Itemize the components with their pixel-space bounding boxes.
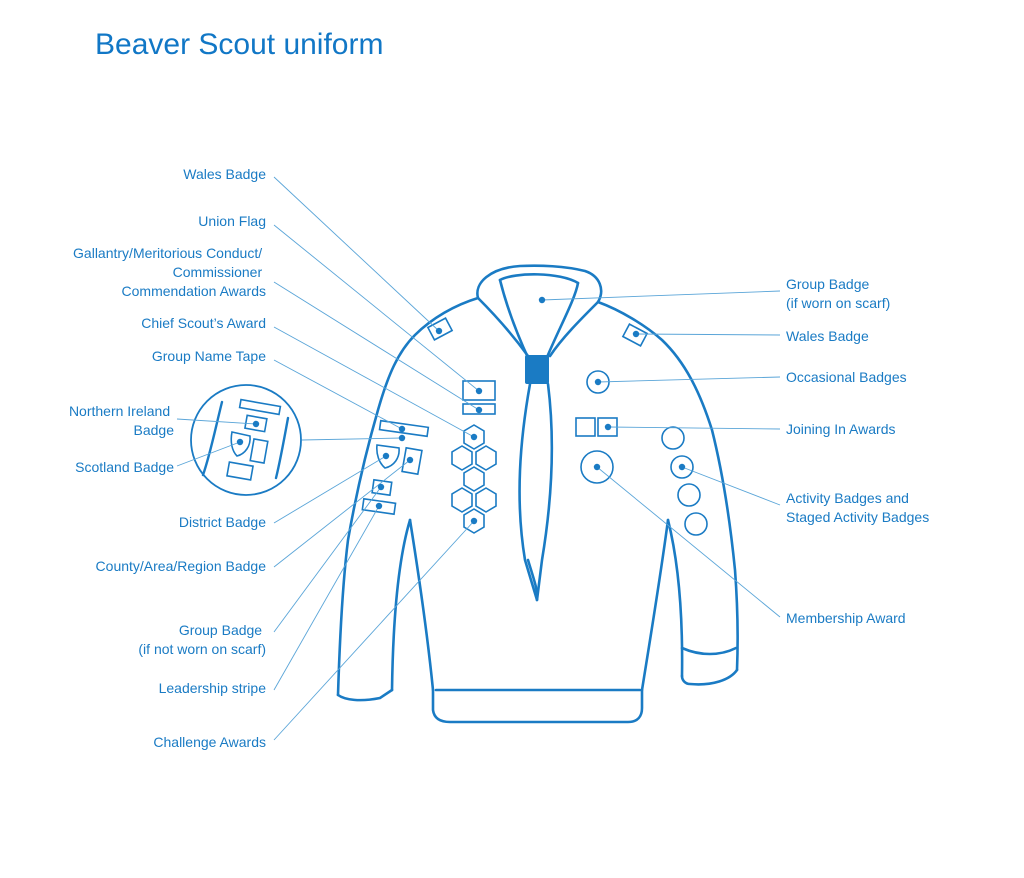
label-union-flag: Union Flag <box>198 213 266 229</box>
label-challenge-awards: Challenge Awards <box>153 734 266 750</box>
label-leadership-stripe: Leadership stripe <box>159 680 267 696</box>
label-chief-scouts-award: Chief Scout’s Award <box>141 315 266 331</box>
label-group-badge-scarf: Group Badge (if worn on scarf) <box>786 276 890 311</box>
label-wales-badge-left: Wales Badge <box>183 166 266 182</box>
label-district-badge: District Badge <box>179 514 266 530</box>
label-group-name-tape: Group Name Tape <box>152 348 266 364</box>
label-northern-ireland-badge: Northern Ireland Badge <box>69 403 174 438</box>
leader-lines <box>176 176 781 741</box>
label-group-badge-not-scarf: Group Badge (if not worn on scarf) <box>138 622 266 657</box>
label-membership-award: Membership Award <box>786 610 906 626</box>
badges <box>361 317 708 536</box>
woggle <box>525 355 549 384</box>
label-activity-badges: Activity Badges and Staged Activity Badg… <box>786 490 929 525</box>
label-occasional-badges: Occasional Badges <box>786 369 907 385</box>
label-scotland-badge: Scotland Badge <box>75 459 174 475</box>
page-title: Beaver Scout uniform <box>95 28 384 61</box>
zoom-inset <box>190 384 302 496</box>
labels-left: Wales Badge Union Flag Gallantry/Meritor… <box>69 166 266 750</box>
labels-right: Group Badge (if worn on scarf) Wales Bad… <box>786 276 929 626</box>
label-gallantry-awards: Gallantry/Meritorious Conduct/ Commissio… <box>73 245 266 299</box>
label-county-area-region-badge: County/Area/Region Badge <box>96 558 267 574</box>
marker-dots <box>236 296 686 525</box>
label-joining-in-awards: Joining In Awards <box>786 421 895 437</box>
label-wales-badge-right: Wales Badge <box>786 328 869 344</box>
